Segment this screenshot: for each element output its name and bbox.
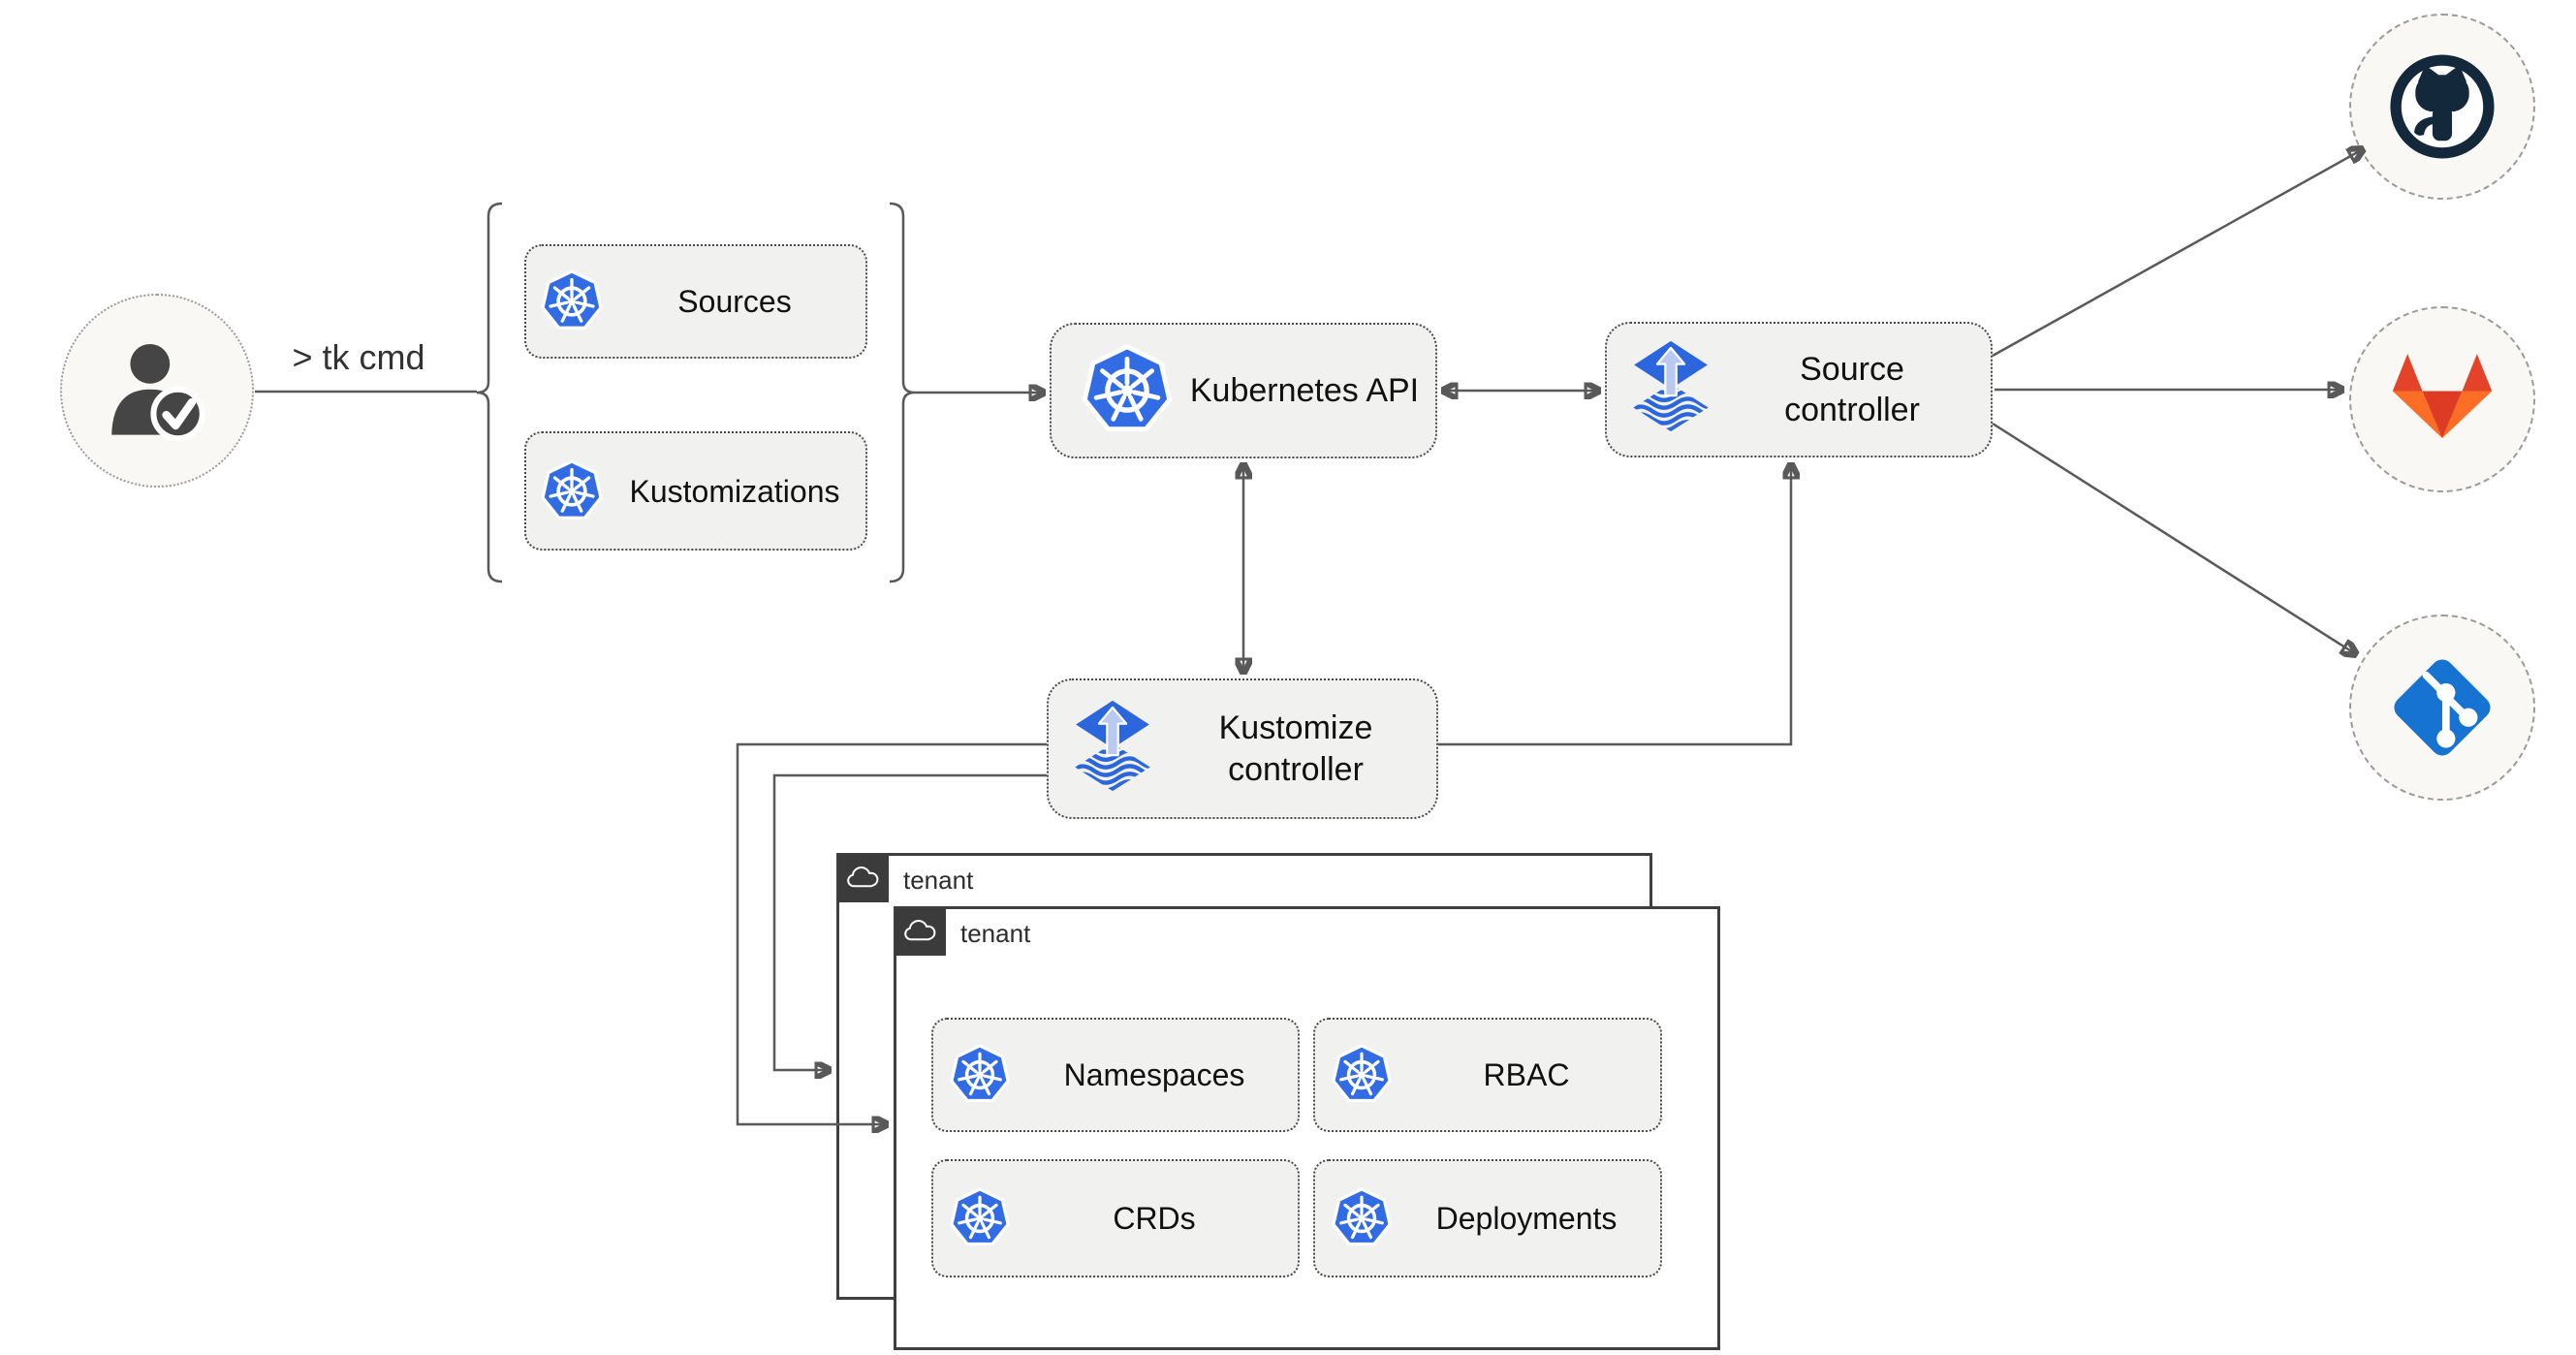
edge-source-to-github [1992, 149, 2363, 358]
kubernetes-icon [540, 459, 604, 523]
gitlab-node [2349, 306, 2535, 492]
kustomize-controller-node: Kustomize controller [1047, 678, 1438, 819]
github-node [2349, 14, 2535, 200]
edge-kustomize-to-source [1438, 464, 1791, 746]
gitlab-icon [2380, 349, 2504, 451]
edge-source-to-git [1992, 422, 2356, 654]
git-icon [2380, 646, 2504, 770]
kubernetes-api-node: Kubernetes API [1050, 323, 1437, 458]
source-controller-label: Source controller [1784, 350, 1920, 429]
deployments-node: Deployments [1313, 1159, 1662, 1277]
sources-label: Sources [677, 284, 792, 319]
crds-label: CRDs [1113, 1201, 1196, 1236]
kubernetes-api-label: Kubernetes API [1189, 371, 1420, 409]
github-icon [2381, 46, 2503, 168]
flux-icon [1070, 699, 1155, 800]
rbac-label: RBAC [1483, 1057, 1570, 1092]
rbac-node: RBAC [1313, 1018, 1662, 1132]
user-node [60, 294, 254, 488]
cloud-icon [845, 865, 882, 893]
group-bracket-left [476, 202, 503, 583]
namespaces-label: Namespaces [1063, 1057, 1245, 1092]
person-check-icon [99, 332, 215, 449]
git-node [2349, 614, 2535, 801]
crds-node: CRDs [931, 1159, 1300, 1277]
namespaces-node: Namespaces [931, 1018, 1300, 1132]
deployments-label: Deployments [1435, 1201, 1618, 1236]
kubernetes-icon [949, 1044, 1011, 1106]
kubernetes-icon [540, 269, 604, 333]
cli-command-label: > tk cmd [292, 337, 425, 377]
kubernetes-icon [1331, 1044, 1393, 1106]
tenant-label: tenant [903, 866, 974, 895]
flux-icon [1628, 339, 1713, 440]
kustomizations-label: Kustomizations [629, 473, 840, 509]
sources-node: Sources [524, 244, 867, 359]
tenant-tab [895, 908, 946, 956]
source-controller-node: Source controller [1605, 322, 1993, 457]
kubernetes-icon [1331, 1187, 1393, 1249]
tenant-label: tenant [960, 919, 1031, 948]
group-bracket-right [889, 202, 916, 583]
tenant-tab [838, 855, 889, 902]
kustomize-controller-label: Kustomize controller [1218, 709, 1373, 788]
tenant-box-front: tenant Namespaces RBAC CRDs Deployments [894, 906, 1720, 1350]
kubernetes-icon [949, 1187, 1011, 1249]
cloud-icon [902, 918, 939, 946]
kubernetes-icon [1081, 344, 1174, 437]
kustomizations-node: Kustomizations [524, 431, 867, 551]
